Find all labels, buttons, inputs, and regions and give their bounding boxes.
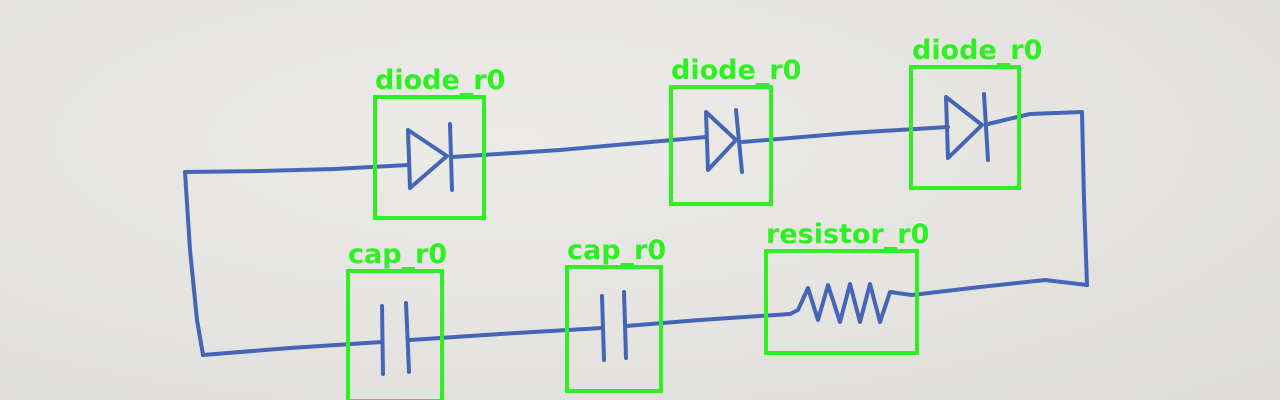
detection-box-cap-2	[565, 265, 663, 393]
detection-label-cap-2: cap_r0	[567, 235, 666, 266]
detection-box-resistor	[764, 249, 919, 355]
detection-label-diode-2: diode_r0	[671, 55, 801, 86]
wire-top-mid	[450, 135, 708, 159]
wire-bottom-left	[201, 340, 384, 357]
wire-top-right	[740, 125, 950, 144]
wire-left-vertical	[183, 170, 205, 357]
detection-box-diode-3	[909, 65, 1021, 190]
detection-box-diode-1	[373, 95, 486, 220]
diode-symbol-3	[944, 92, 990, 162]
wire-top-left	[183, 163, 410, 174]
diode-symbol-1	[406, 122, 454, 192]
wire-bottom-resistor	[624, 312, 792, 328]
diode-symbol-2	[704, 108, 744, 174]
capacitor-symbol-2	[600, 290, 628, 362]
detection-box-diode-2	[669, 85, 773, 206]
detection-box-cap-1	[346, 269, 444, 400]
detection-label-cap-1: cap_r0	[348, 239, 447, 270]
detection-label-diode-1: diode_r0	[375, 65, 505, 96]
wire-right-top	[986, 110, 1084, 126]
capacitor-symbol-1	[380, 301, 411, 376]
wire-bottom-mid	[408, 326, 604, 342]
wire-right-vertical	[1080, 110, 1089, 287]
detection-label-resistor: resistor_r0	[766, 219, 929, 250]
detection-label-diode-3: diode_r0	[912, 35, 1042, 66]
resistor-symbol	[788, 282, 914, 324]
wire-bottom-right	[910, 278, 1089, 297]
